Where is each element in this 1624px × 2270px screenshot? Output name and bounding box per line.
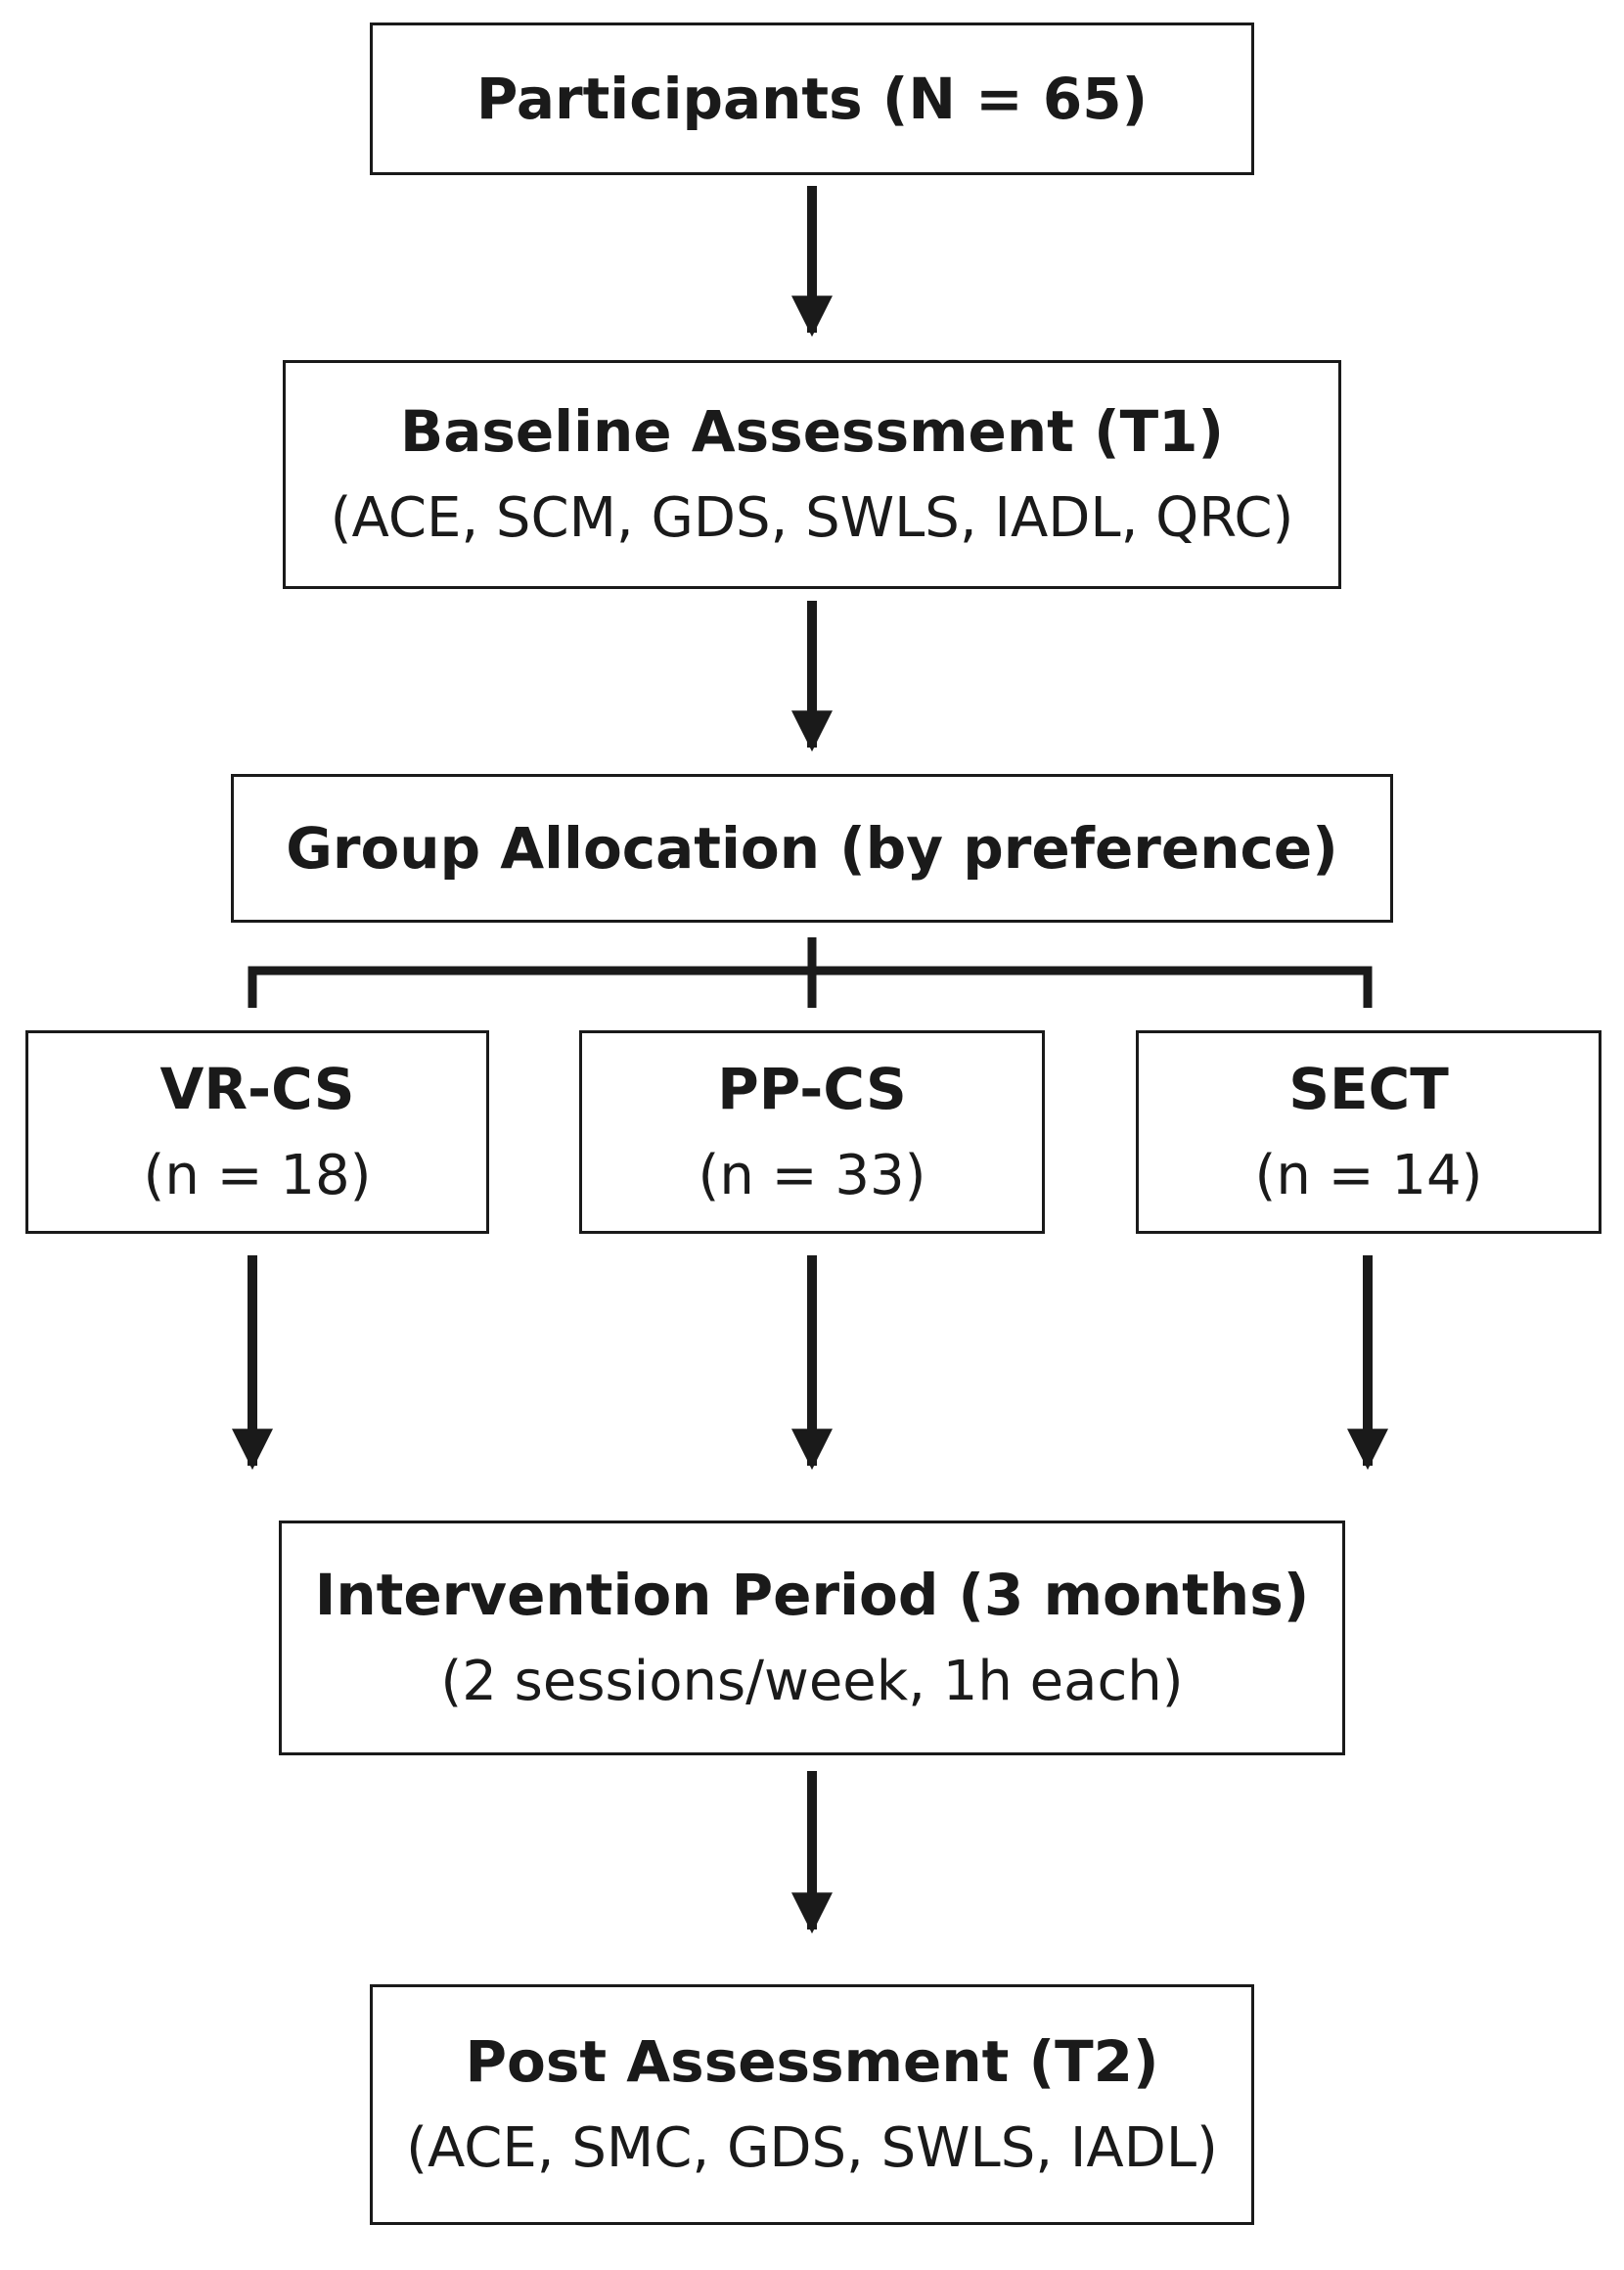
sect-group-count: (n = 14) xyxy=(1254,1144,1483,1208)
intervention-period-box: Intervention Period (3 months) (2 sessio… xyxy=(279,1521,1345,1755)
baseline-assessment-measures: (ACE, SCM, GDS, SWLS, IADL, QRC) xyxy=(330,486,1294,551)
post-assessment-measures: (ACE, SMC, GDS, SWLS, IADL) xyxy=(406,2116,1218,2181)
group-allocation-box: Group Allocation (by preference) xyxy=(231,774,1393,923)
participants-box: Participants (N = 65) xyxy=(370,23,1254,175)
baseline-assessment-title: Baseline Assessment (T1) xyxy=(399,397,1225,465)
sect-group-box: SECT (n = 14) xyxy=(1136,1030,1601,1234)
sect-group-title: SECT xyxy=(1288,1055,1449,1122)
vrcs-group-box: VR-CS (n = 18) xyxy=(25,1030,489,1234)
ppcs-group-count: (n = 33) xyxy=(698,1144,926,1208)
intervention-period-title: Intervention Period (3 months) xyxy=(314,1561,1310,1628)
ppcs-group-box: PP-CS (n = 33) xyxy=(579,1030,1045,1234)
group-allocation-title: Group Allocation (by preference) xyxy=(286,814,1338,882)
participants-title: Participants (N = 65) xyxy=(475,65,1149,132)
allocation-split-connector xyxy=(248,937,1373,1008)
baseline-assessment-box: Baseline Assessment (T1) (ACE, SCM, GDS,… xyxy=(283,360,1341,589)
vrcs-group-title: VR-CS xyxy=(159,1055,355,1122)
vrcs-group-count: (n = 18) xyxy=(143,1144,372,1208)
post-assessment-box: Post Assessment (T2) (ACE, SMC, GDS, SWL… xyxy=(370,1984,1254,2225)
ppcs-group-title: PP-CS xyxy=(717,1055,907,1122)
intervention-period-schedule: (2 sessions/week, 1h each) xyxy=(440,1650,1184,1714)
post-assessment-title: Post Assessment (T2) xyxy=(465,2027,1159,2095)
